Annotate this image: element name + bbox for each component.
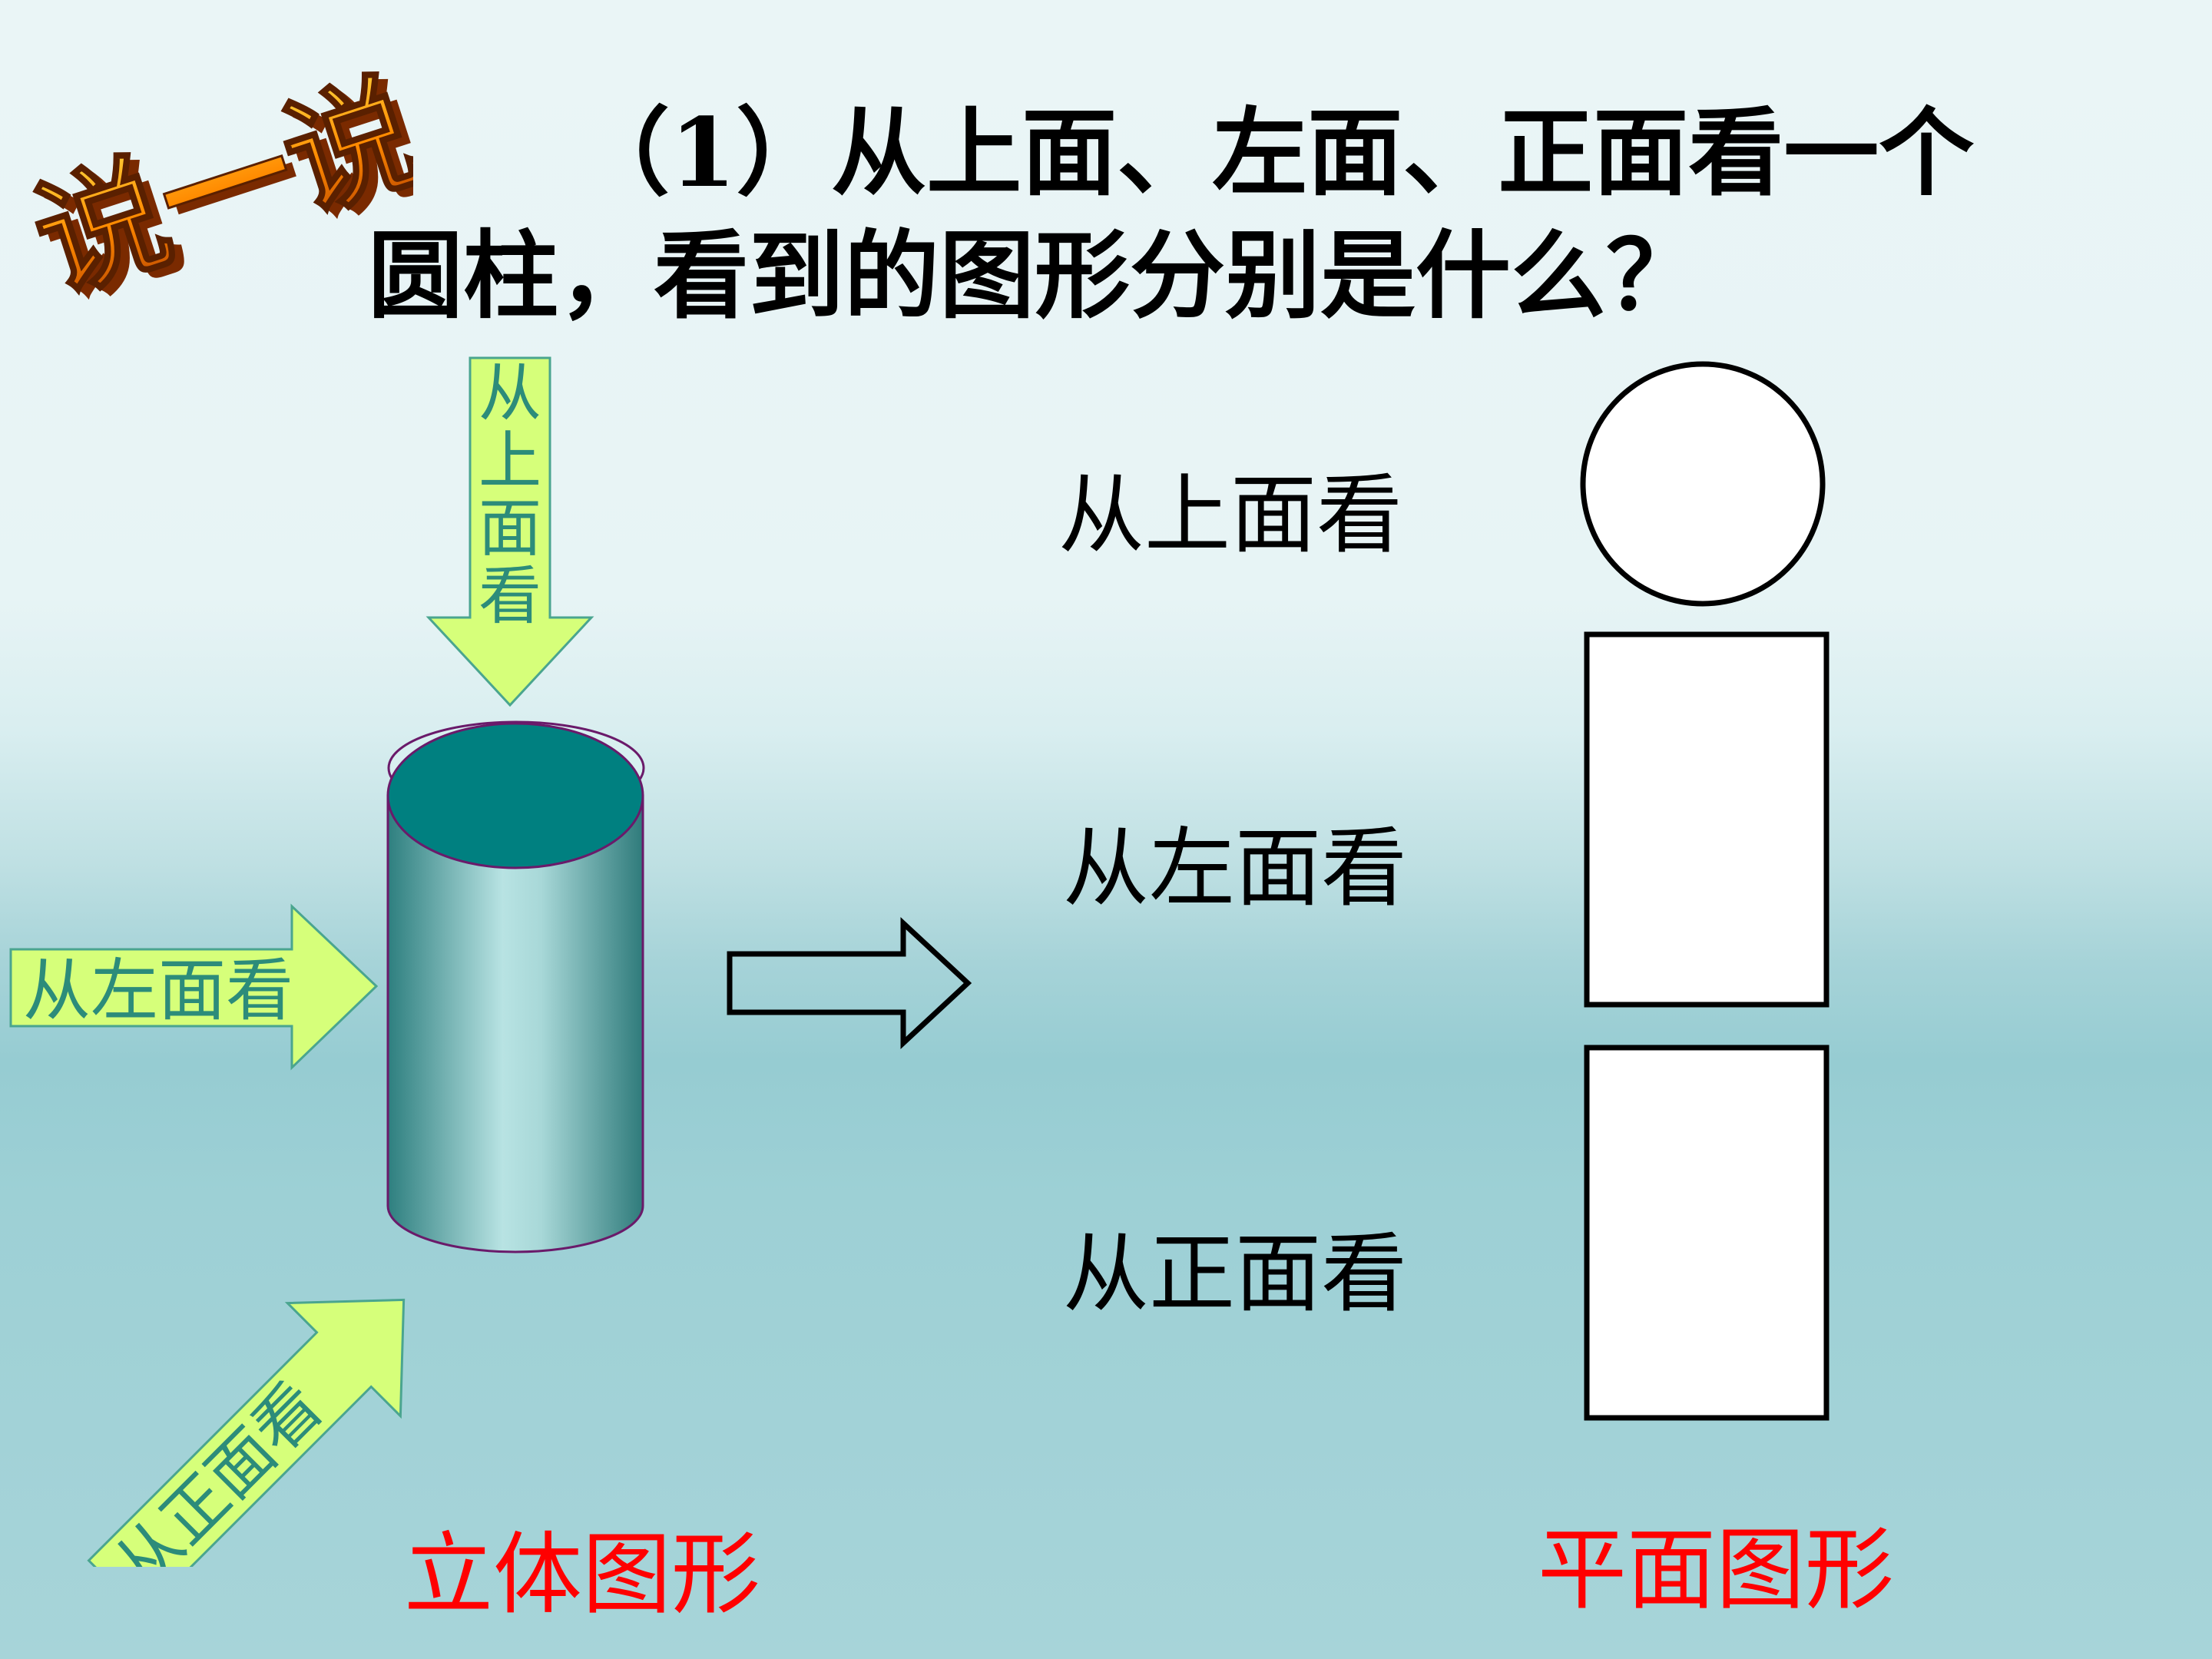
- question-title: （1）从上面、左面、正面看一个 圆柱，看到的图形分别是什么？: [368, 92, 2058, 338]
- badge-shuo-yi-shuo: 说一说 说一说: [16, 54, 413, 323]
- arrow-top-char-3: 面: [478, 492, 541, 565]
- transform-arrow: [727, 916, 972, 1050]
- arrow-from-front: 从正面看: [87, 1298, 406, 1567]
- arrow-left-text: 从左面看: [23, 951, 293, 1030]
- caption-solid-figure: 立体图形: [404, 1523, 760, 1627]
- question-line-1: （1）从上面、左面、正面看一个: [575, 98, 1975, 209]
- cylinder: [386, 720, 645, 1253]
- front-view-rectangle: [1584, 1045, 1830, 1421]
- label-top-view: 从上面看: [1058, 465, 1402, 565]
- arrow-from-left: 从左面看: [9, 903, 379, 1071]
- arrow-from-top: 从 上 面 看: [426, 356, 594, 707]
- arrow-top-char-1: 从: [478, 357, 541, 430]
- solid-illustration: 从 上 面 看 从左面看 从正面看: [9, 356, 972, 1567]
- label-front-view: 从正面看: [1063, 1224, 1407, 1324]
- top-view-circle: [1580, 361, 1826, 607]
- left-view-rectangle: [1584, 631, 1830, 1008]
- arrow-top-char-4: 看: [478, 560, 541, 633]
- arrow-front-text: 从正面看: [101, 1368, 336, 1567]
- question-line-2: 圆柱，看到的图形分别是什么？: [368, 220, 1702, 332]
- caption-plane-figure: 平面图形: [1538, 1518, 1894, 1622]
- label-left-view: 从左面看: [1063, 819, 1407, 919]
- arrow-top-char-2: 上: [478, 425, 541, 498]
- plane-shapes: [1580, 361, 1830, 1421]
